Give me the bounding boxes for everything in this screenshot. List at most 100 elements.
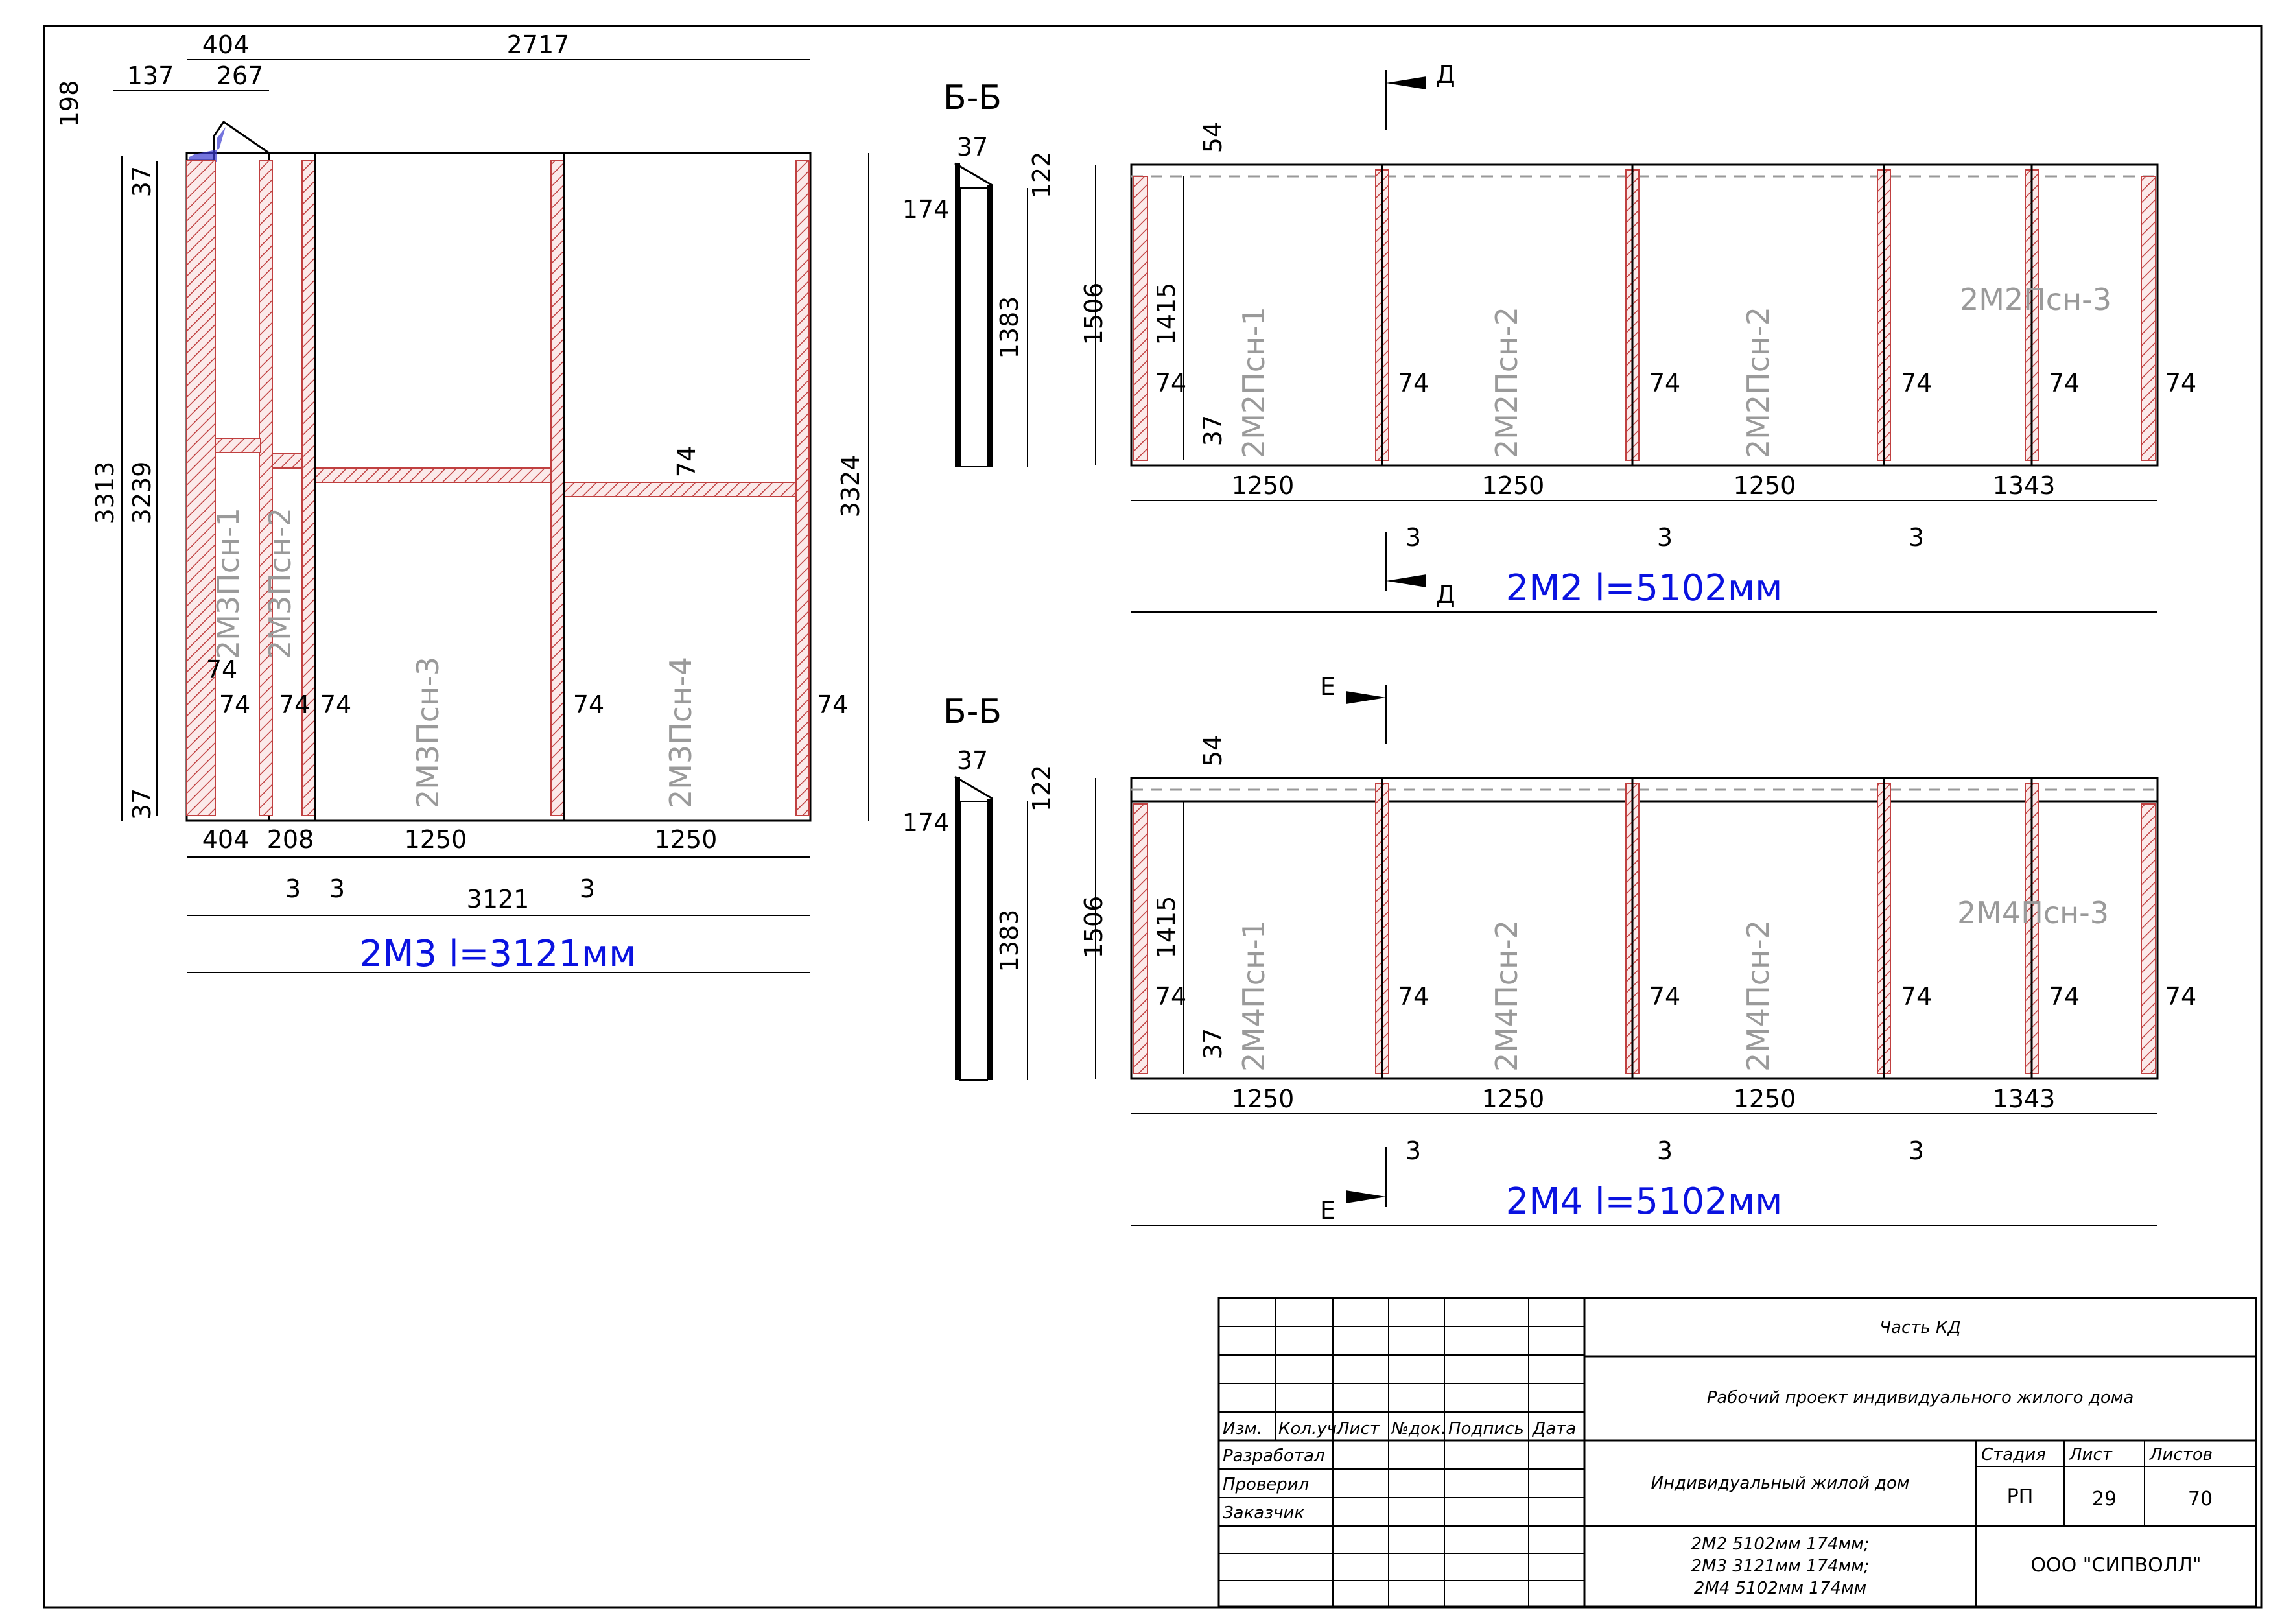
tb-content-2: 2М3 3121мм 174мм; [1691, 1557, 1869, 1576]
dim-198: 198 [55, 80, 84, 128]
section-bottom-skin-right [987, 799, 993, 1080]
title-block-frame [1217, 1297, 2257, 1608]
dim-74-2m2-b: 74 [1398, 369, 1429, 397]
sec-top-dim-1383: 1383 [995, 296, 1024, 359]
dim-1250-b: 1250 [655, 825, 718, 854]
gap-2m4-b: 3 [1657, 1136, 1673, 1165]
wall-2m2-post-1 [1133, 176, 1148, 461]
dim-74-2m2-d: 74 [1901, 369, 1932, 397]
section-bottom-skin-left [955, 777, 960, 1080]
dim-74-2m4-a: 74 [1155, 982, 1186, 1011]
panel-2m4-2a: 2М4Псн-2 [1489, 920, 1524, 1072]
drawing-title-2m2: 2М2 l=5102мм [1506, 567, 1783, 609]
tb-role-checker: Проверил [1223, 1475, 1309, 1494]
dim-37-2m2: 37 [1199, 415, 1227, 446]
dim-74-2m4-b: 74 [1398, 982, 1429, 1011]
dim-267: 267 [217, 62, 264, 90]
tb-project: Рабочий проект индивидуального жилого до… [1707, 1388, 2134, 1407]
drawing-title-2m4: 2М4 l=5102мм [1506, 1181, 1783, 1223]
section-bb-bottom: Б-Б 122 37 174 1383 [902, 692, 1056, 1081]
tb-stage: РП [2007, 1485, 2034, 1508]
tb-role-developer: Разработал [1223, 1446, 1325, 1466]
sec-top-dim-174: 174 [902, 195, 950, 224]
section-top-core [959, 187, 988, 467]
wall-2m3-beam-3 [314, 467, 552, 483]
dim-74-2m2-e: 74 [2049, 369, 2080, 397]
dim-3313: 3313 [91, 462, 119, 524]
gap-3-c: 3 [580, 875, 595, 903]
cut-mark-d-bottom-arrow [1386, 574, 1426, 587]
gap-2m2-a: 3 [1405, 523, 1421, 552]
dim-74-2m2-f: 74 [2165, 369, 2196, 397]
sec-bottom-dim-174: 174 [902, 808, 950, 837]
wall-2m3-post-4 [550, 160, 565, 816]
section-top-skin-right [987, 185, 993, 467]
wall-2m3-beam-2 [272, 453, 303, 469]
panel-2m2-1: 2М2Псн-1 [1236, 307, 1271, 458]
wall-2m4-post-6 [2141, 803, 2156, 1074]
drawing-2m3: 404 137 267 2717 198 37 3313 3239 37 332… [55, 30, 869, 975]
dim-2717: 2717 [507, 30, 570, 59]
title-block: Изм. Кол.уч. Лист №док. Подпись Дата Раз… [1217, 1297, 2257, 1608]
tb-sheets-label: Листов [2149, 1445, 2213, 1465]
tb-object: Индивидуальный жилой дом [1651, 1474, 1910, 1493]
tb-header-izm: Изм. [1223, 1419, 1262, 1439]
dim-37-2m4: 37 [1199, 1028, 1227, 1059]
tb-header-list: Лист [1336, 1419, 1380, 1439]
dim-74-2m2-a: 74 [1155, 369, 1186, 397]
dim-1250-2m4-b: 1250 [1482, 1085, 1545, 1113]
panel-2m4-2b: 2М4Псн-2 [1741, 920, 1776, 1072]
cut-mark-e-top: Е [1320, 672, 1335, 701]
sec-top-dim-37: 37 [957, 133, 988, 161]
dim-74-2m4-d: 74 [1901, 982, 1932, 1011]
dim-74-2m4-e: 74 [2049, 982, 2080, 1011]
dim-1250-2m2-b: 1250 [1482, 471, 1545, 500]
dim-404-bottom: 404 [202, 825, 250, 854]
tb-stage-label: Стадия [1981, 1445, 2046, 1465]
panel-2m4-3: 2М4Псн-3 [1957, 895, 2109, 930]
dim-37-top: 37 [128, 166, 156, 197]
wall-2m3-post-1 [186, 160, 216, 816]
wall-2m4-post-1 [1133, 803, 1148, 1074]
cut-mark-e-top-arrow [1346, 691, 1386, 704]
cut-mark-d-top: Д [1436, 60, 1455, 89]
sec-bottom-dim-1383: 1383 [995, 910, 1024, 972]
tb-sheet-label: Лист [2069, 1445, 2113, 1465]
cut-mark-d-top-arrow [1386, 76, 1426, 89]
section-label-top: Б-Б [943, 78, 1002, 117]
section-bottom-slope [954, 775, 993, 800]
sec-top-dim-122: 122 [1028, 152, 1056, 199]
tb-sheet: 29 [2092, 1488, 2117, 1511]
drawing-2m2: Д Д 54 1506 1415 37 74 74 74 74 74 74 2М… [1079, 60, 2196, 613]
dim-137: 137 [127, 62, 174, 90]
dim-1415-2m2: 1415 [1152, 283, 1181, 346]
tb-header-podpis: Подпись [1448, 1419, 1524, 1439]
dim-1250-2m4-c: 1250 [1734, 1085, 1796, 1113]
dim-74-c: 74 [279, 690, 310, 719]
dim-74-a: 74 [206, 655, 237, 684]
wall-2m3-step-fill [189, 127, 226, 162]
section-bottom-core [959, 801, 988, 1081]
section-bb-top: Б-Б 122 37 174 1383 [902, 78, 1056, 467]
dim-1506-2m4: 1506 [1079, 896, 1108, 959]
tb-content-3: 2М4 5102мм 174мм [1694, 1579, 1866, 1598]
dim-74-2m2-c: 74 [1649, 369, 1680, 397]
dim-1250-2m4-a: 1250 [1232, 1085, 1295, 1113]
wall-2m2-outline [1130, 163, 2159, 467]
gap-2m2-c: 3 [1909, 523, 1924, 552]
dim-1250-2m2-a: 1250 [1232, 471, 1295, 500]
dim-74-beam: 74 [672, 446, 701, 477]
dim-74-2m4-c: 74 [1649, 982, 1680, 1011]
section-top-slope [954, 162, 993, 187]
dim-3324: 3324 [836, 455, 865, 518]
panel-2m2-2b: 2М2Псн-2 [1741, 307, 1776, 458]
wall-2m3-beam-4 [563, 482, 797, 497]
dim-1506-2m2: 1506 [1079, 283, 1108, 346]
tb-company: ООО "СИПВОЛЛ" [2030, 1554, 2201, 1577]
sec-bottom-dim-37: 37 [957, 746, 988, 775]
dim-3121: 3121 [467, 885, 530, 913]
tb-header-ndok: №док. [1390, 1419, 1446, 1439]
dim-1343-2m2: 1343 [1993, 471, 2056, 500]
